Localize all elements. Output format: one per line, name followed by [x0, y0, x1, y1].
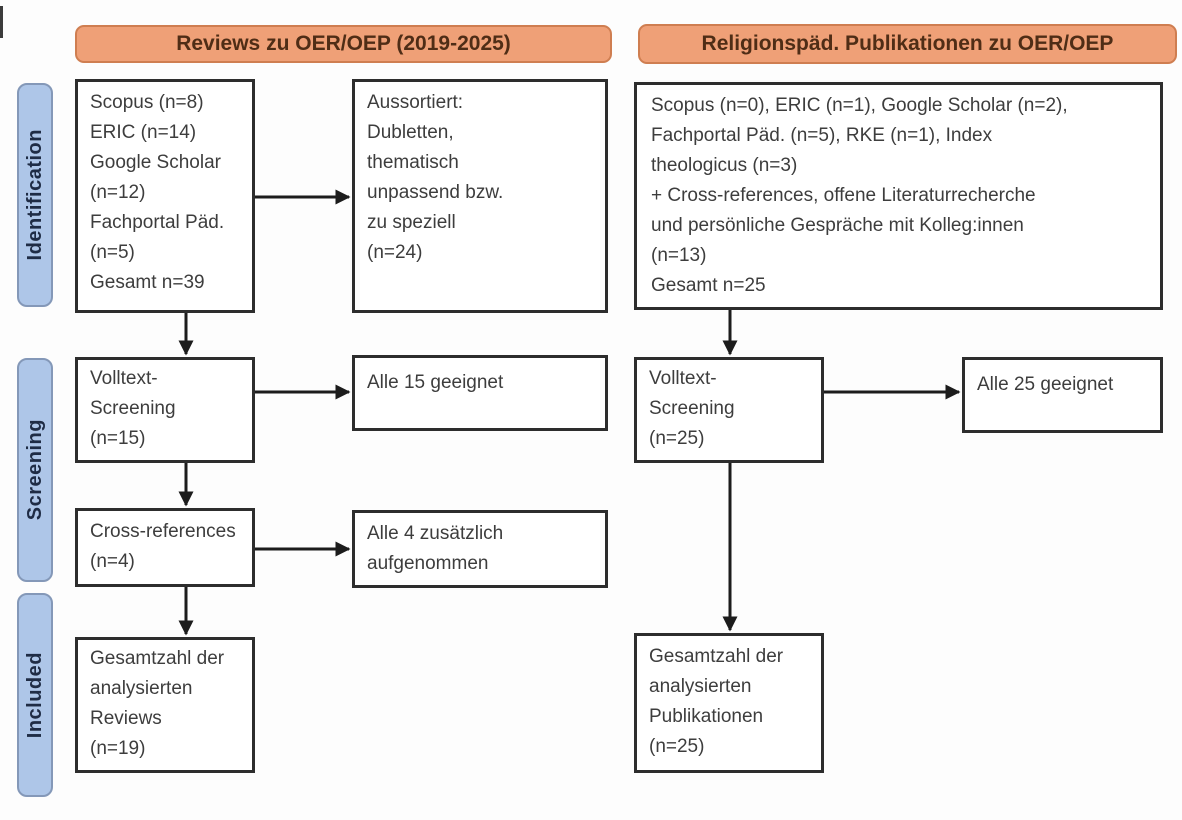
node-reviews-excluded-text: Aussortiert: Dubletten, thematisch unpas…: [367, 92, 504, 263]
column-header-reviews-label: Reviews zu OER/OEP (2019-2025): [176, 32, 511, 55]
node-publications-included-total: Gesamtzahl der analysierten Publikatione…: [634, 633, 824, 773]
node-reviews-excluded: Aussortiert: Dubletten, thematisch unpas…: [352, 79, 608, 313]
stage-label-included-text: Included: [23, 651, 46, 739]
column-header-reviews: Reviews zu OER/OEP (2019-2025): [75, 25, 612, 63]
node-publications-included-total-text: Gesamtzahl der analysierten Publikatione…: [649, 646, 784, 757]
node-reviews-fulltext-text: Volltext- Screening (n=15): [90, 368, 176, 449]
node-reviews-sources-text: Scopus (n=8) ERIC (n=14) Google Scholar …: [90, 92, 225, 293]
column-header-publications-label: Religionspäd. Publikationen zu OER/OEP: [701, 32, 1114, 55]
node-publications-fulltext-result: Alle 25 geeignet: [962, 357, 1163, 433]
node-reviews-fulltext-result: Alle 15 geeignet: [352, 355, 608, 431]
node-reviews-crossref-result-text: Alle 4 zusätzlich aufgenommen: [367, 523, 504, 574]
edge-artifact: [0, 6, 3, 38]
node-publications-sources-text: Scopus (n=0), ERIC (n=1), Google Scholar…: [651, 95, 1068, 296]
stage-label-included: Included: [17, 593, 53, 797]
node-publications-fulltext-text: Volltext- Screening (n=25): [649, 368, 735, 449]
node-reviews-crossreferences-text: Cross-references (n=4): [90, 521, 236, 572]
stage-label-identification: Identification: [17, 83, 53, 307]
node-reviews-fulltext-screening: Volltext- Screening (n=15): [75, 357, 255, 463]
stage-label-screening-text: Screening: [23, 419, 46, 521]
node-publications-sources: Scopus (n=0), ERIC (n=1), Google Scholar…: [634, 82, 1163, 310]
node-publications-fulltext-result-text: Alle 25 geeignet: [977, 374, 1114, 395]
node-reviews-sources: Scopus (n=8) ERIC (n=14) Google Scholar …: [75, 79, 255, 313]
stage-label-identification-text: Identification: [23, 129, 46, 261]
node-reviews-crossreferences: Cross-references (n=4): [75, 508, 255, 587]
node-reviews-included-total: Gesamtzahl der analysierten Reviews (n=1…: [75, 637, 255, 773]
node-reviews-fulltext-result-text: Alle 15 geeignet: [367, 372, 504, 393]
node-publications-fulltext-screening: Volltext- Screening (n=25): [634, 357, 824, 463]
node-reviews-crossref-result: Alle 4 zusätzlich aufgenommen: [352, 510, 608, 588]
stage-label-screening: Screening: [17, 358, 53, 582]
node-reviews-included-total-text: Gesamtzahl der analysierten Reviews (n=1…: [90, 648, 225, 759]
column-header-publications: Religionspäd. Publikationen zu OER/OEP: [638, 24, 1177, 64]
